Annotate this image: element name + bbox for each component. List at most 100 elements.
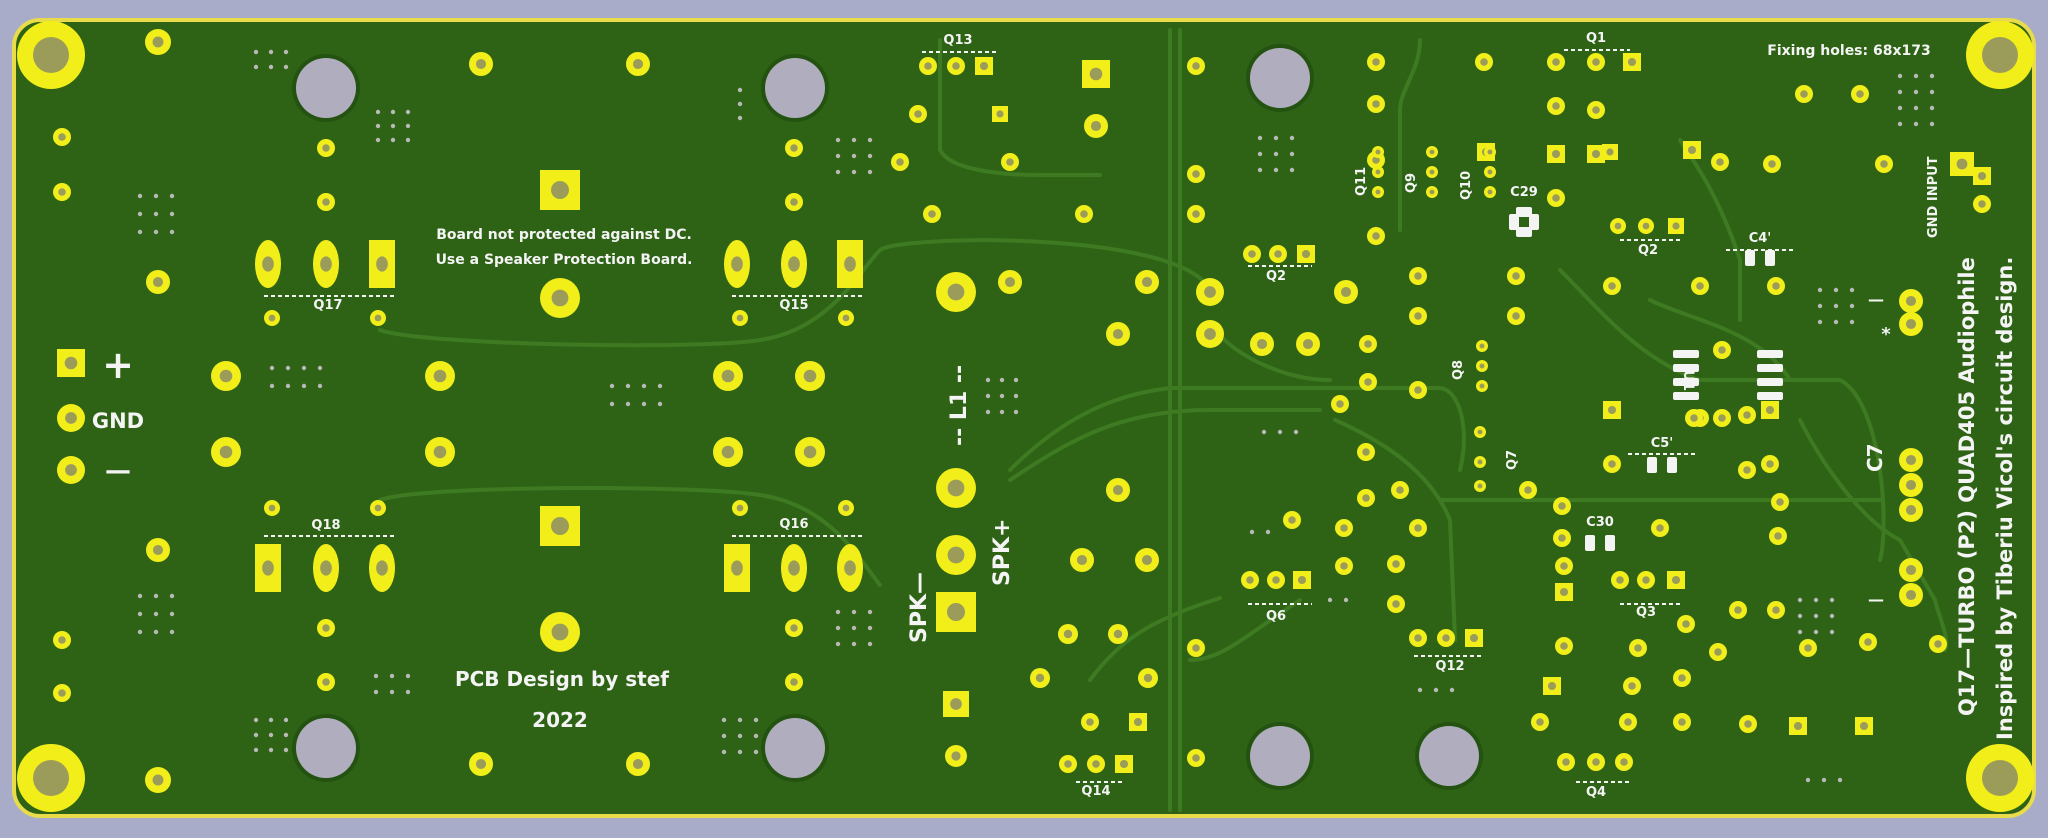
via xyxy=(1833,319,1839,325)
pad-drill xyxy=(1429,189,1435,195)
copper-trace xyxy=(1008,408,1322,482)
pad-drill xyxy=(1487,189,1493,195)
via xyxy=(169,629,175,635)
pad-drill xyxy=(1552,102,1560,110)
pad-drill xyxy=(433,445,447,459)
pad-drill xyxy=(1204,328,1216,340)
via xyxy=(999,377,1005,383)
via xyxy=(641,401,647,407)
copper-trace xyxy=(1558,268,1886,562)
pad-drill xyxy=(1372,232,1380,240)
pad-drill xyxy=(1536,718,1544,726)
pad-drill xyxy=(1524,486,1532,494)
pad-drill xyxy=(896,158,904,166)
via xyxy=(1293,429,1299,435)
pad-drill xyxy=(152,774,164,786)
pad-drill xyxy=(1592,106,1600,114)
pad-drill xyxy=(1905,589,1917,601)
via xyxy=(283,732,289,738)
via xyxy=(1829,597,1835,603)
via xyxy=(851,137,857,143)
via xyxy=(1449,687,1455,693)
via xyxy=(169,193,175,199)
ref-q16: Q16 xyxy=(779,517,808,532)
copper-trace xyxy=(1648,298,1792,382)
pad-drill xyxy=(1628,682,1636,690)
via xyxy=(405,123,411,129)
pad-drill xyxy=(1552,58,1560,66)
pad-drill xyxy=(1477,483,1483,489)
via xyxy=(405,137,411,143)
via xyxy=(1821,777,1827,783)
pad-drill xyxy=(1479,363,1485,369)
via xyxy=(1273,135,1279,141)
via xyxy=(268,49,274,55)
via xyxy=(269,365,275,371)
pad-drill xyxy=(1392,600,1400,608)
copper-trace xyxy=(1213,328,1332,382)
via xyxy=(1257,167,1263,173)
pad-drill xyxy=(1856,90,1864,98)
via xyxy=(1013,393,1019,399)
inspired-by-vertical: Inspired by Tiberiu Vicol's circuit desi… xyxy=(1993,257,2017,740)
mount-hole xyxy=(765,718,825,778)
component-pads xyxy=(53,29,1991,793)
pad-drill xyxy=(1716,158,1724,166)
pad-drill xyxy=(1678,674,1686,682)
pad-drill xyxy=(1442,634,1450,642)
pad-drill xyxy=(1620,758,1628,766)
pad-drill xyxy=(1614,222,1622,230)
pad-drill xyxy=(1558,534,1566,542)
pad-drill xyxy=(1469,633,1479,643)
pad-drill xyxy=(1340,286,1352,298)
via xyxy=(1277,429,1283,435)
via xyxy=(373,689,379,695)
ref-q2-left: Q2 xyxy=(1266,269,1286,284)
pad-drill xyxy=(475,58,487,70)
pad-drill xyxy=(1905,479,1917,491)
pad-drill xyxy=(320,256,332,272)
pad-drill xyxy=(1977,171,1987,181)
pad-drill xyxy=(721,445,735,459)
pad-drill xyxy=(1768,160,1776,168)
pad-drill xyxy=(1364,340,1372,348)
pad-drill xyxy=(1672,222,1680,230)
via xyxy=(867,625,873,631)
smd-pad xyxy=(1757,350,1783,358)
corner-hole-drill xyxy=(33,760,69,796)
silk-dash-bottom: — xyxy=(1868,590,1884,609)
via xyxy=(641,383,647,389)
pad-drill xyxy=(1372,100,1380,108)
via xyxy=(1813,613,1819,619)
via xyxy=(285,383,291,389)
smd-pad xyxy=(1757,378,1783,386)
silk-dash-top: — xyxy=(1868,290,1884,309)
smd-pad xyxy=(1516,207,1532,217)
pad-drill xyxy=(320,560,332,576)
via xyxy=(169,211,175,217)
via xyxy=(1433,687,1439,693)
pad-drill xyxy=(1372,156,1380,164)
pad-drill xyxy=(1192,644,1200,652)
pad-drill xyxy=(790,144,798,152)
pad-drill xyxy=(1592,758,1600,766)
via xyxy=(835,137,841,143)
pad-drill xyxy=(551,517,569,535)
pad-drill xyxy=(268,504,276,512)
via xyxy=(137,611,143,617)
via xyxy=(253,717,259,723)
smd-pad xyxy=(1516,227,1532,237)
pad-drill xyxy=(1512,312,1520,320)
pad-drill xyxy=(914,110,922,118)
via xyxy=(137,629,143,635)
pad-drill xyxy=(1905,564,1917,576)
via xyxy=(268,717,274,723)
via xyxy=(753,733,759,739)
via xyxy=(1833,303,1839,309)
pad-drill xyxy=(632,58,644,70)
via xyxy=(375,123,381,129)
pad-drill xyxy=(1671,575,1681,585)
via xyxy=(985,377,991,383)
via xyxy=(1837,777,1843,783)
pad-drill xyxy=(1978,200,1986,208)
